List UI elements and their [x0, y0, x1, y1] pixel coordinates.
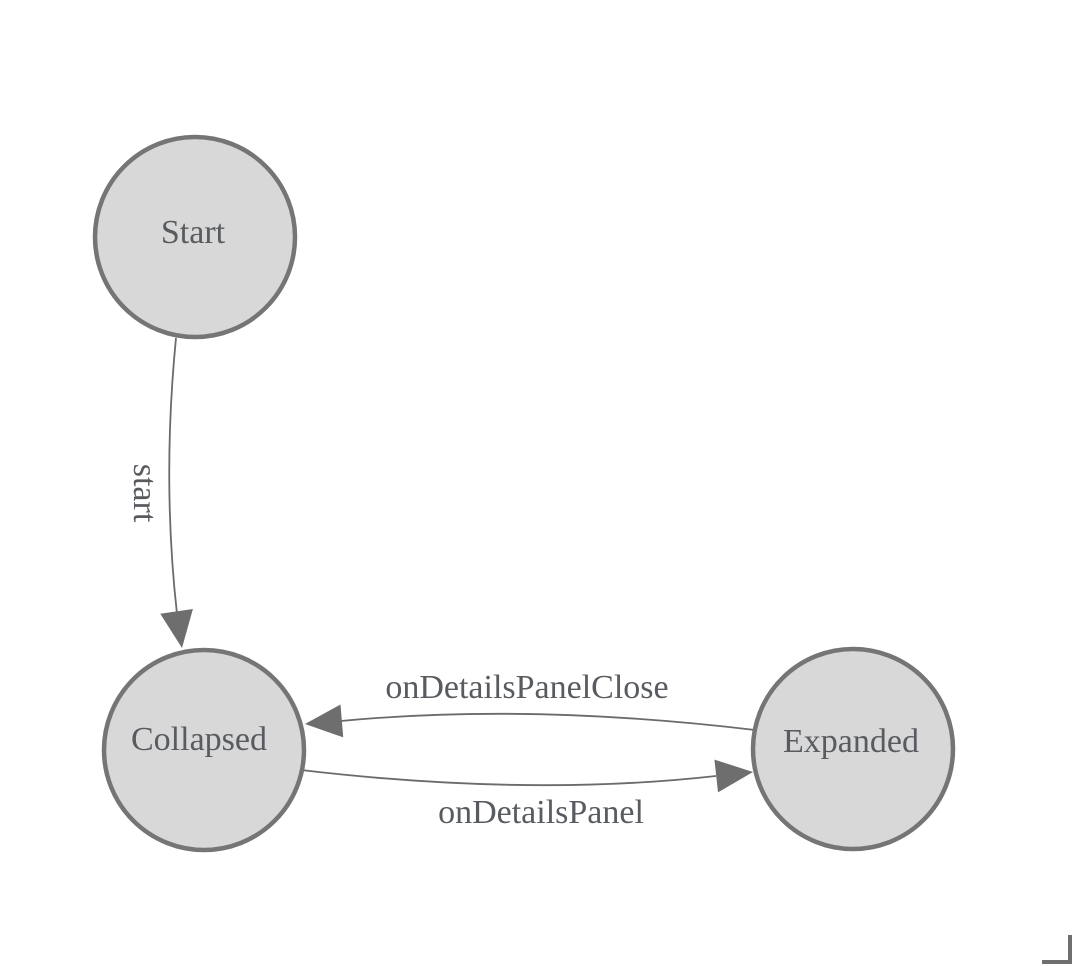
- transition-start: start: [126, 337, 193, 648]
- transition-ondetailspanel-edge: [300, 769, 717, 787]
- transition-start-label: start: [126, 464, 163, 523]
- arrowhead-icon: [305, 704, 344, 738]
- state-node-start-circle[interactable]: [92, 134, 298, 340]
- transition-ondetailspanelclose: onDetailsPanelClose: [305, 669, 756, 738]
- corner-mark-vertical: [1068, 935, 1072, 964]
- state-node-start[interactable]: Start: [92, 134, 298, 340]
- arrowhead-icon: [714, 759, 753, 793]
- canvas-corner-mark: [1042, 935, 1072, 964]
- state-node-collapsed[interactable]: Collapsed: [101, 647, 307, 853]
- arrowhead-icon: [160, 608, 193, 648]
- state-node-expanded[interactable]: Expanded: [750, 646, 956, 852]
- corner-mark-horizontal: [1042, 960, 1072, 964]
- transition-start-edge: [168, 337, 178, 615]
- transition-ondetailspanel: onDetailsPanel: [300, 759, 753, 831]
- transition-ondetailspanelclose-label: onDetailsPanelClose: [385, 669, 668, 706]
- state-node-expanded-circle[interactable]: [750, 646, 956, 852]
- state-node-collapsed-circle[interactable]: [101, 647, 307, 853]
- state-node-expanded-label: Expanded: [783, 723, 919, 760]
- state-node-start-label: Start: [161, 214, 226, 251]
- transition-ondetailspanelclose-edge: [340, 712, 756, 731]
- state-node-collapsed-label: Collapsed: [131, 721, 267, 758]
- transition-ondetailspanel-label: onDetailsPanel: [438, 794, 644, 831]
